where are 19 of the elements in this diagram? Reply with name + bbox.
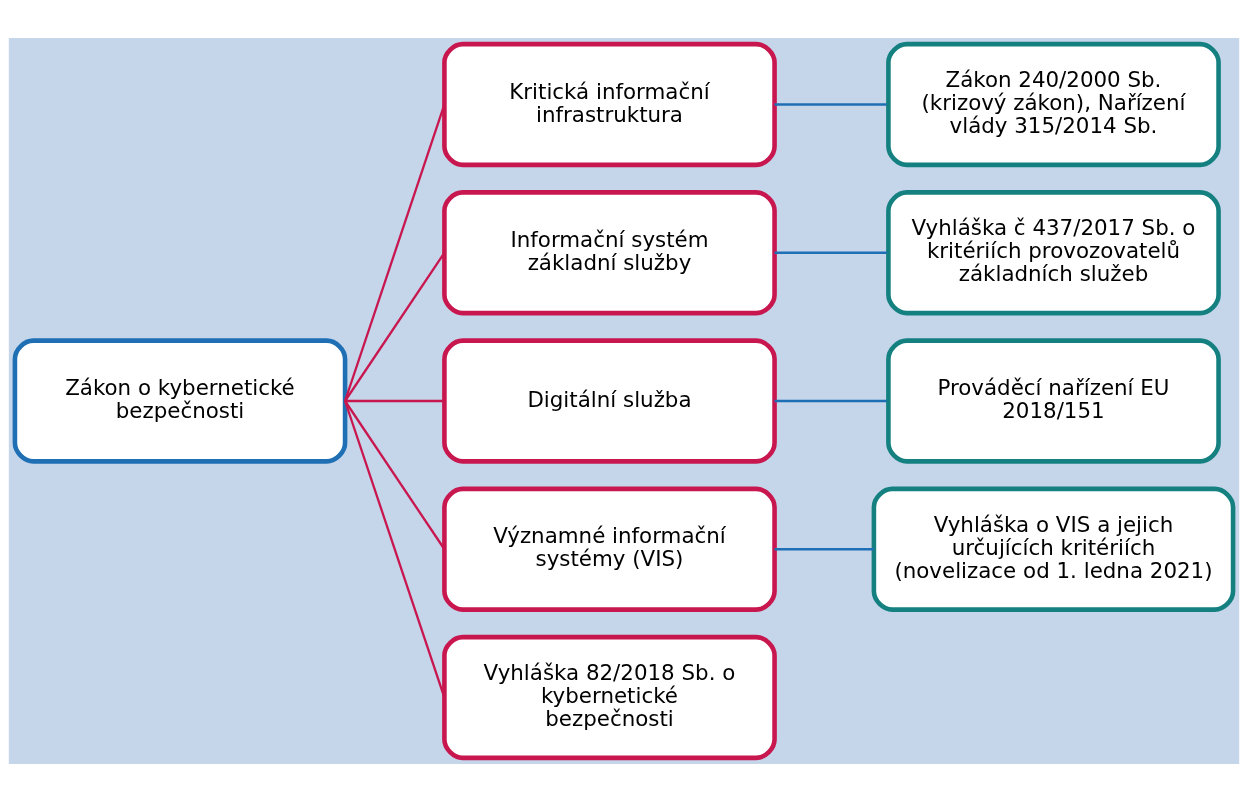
node-box: Významné informační systémy (VIS) (442, 486, 777, 612)
connector (344, 252, 446, 402)
node-box: Vyhláška 82/2018 Sb. o kybernetické bezpečnosti (442, 634, 777, 761)
node-box: Informační systém základní služby (442, 190, 777, 316)
connector (774, 251, 887, 254)
node-box: Zákon 240/2000 Sb. (krizový zákon), Nařízení vlády 315/2014 Sb. (886, 41, 1221, 168)
connector (774, 548, 874, 551)
node-box: Zákon o kybernetické bezpečnosti (12, 338, 348, 464)
connector (345, 399, 445, 403)
connector (343, 104, 446, 402)
node-box: Digitální služba (442, 338, 777, 464)
connector (343, 400, 446, 698)
connector (344, 400, 446, 550)
connector (774, 399, 887, 403)
node-box: Prováděcí nařízení EU 2018/151 (886, 338, 1221, 464)
node-box: Vyhláška č 437/2017 Sb. o kritériích provozovatelů základních služeb (886, 190, 1221, 316)
node-box: Kritická informační infrastruktura (442, 41, 777, 168)
node-box: Vyhláška o VIS a jejich určujících kritériích (novelizace od 1. ledna 2021) (871, 486, 1236, 612)
connector (774, 103, 887, 106)
